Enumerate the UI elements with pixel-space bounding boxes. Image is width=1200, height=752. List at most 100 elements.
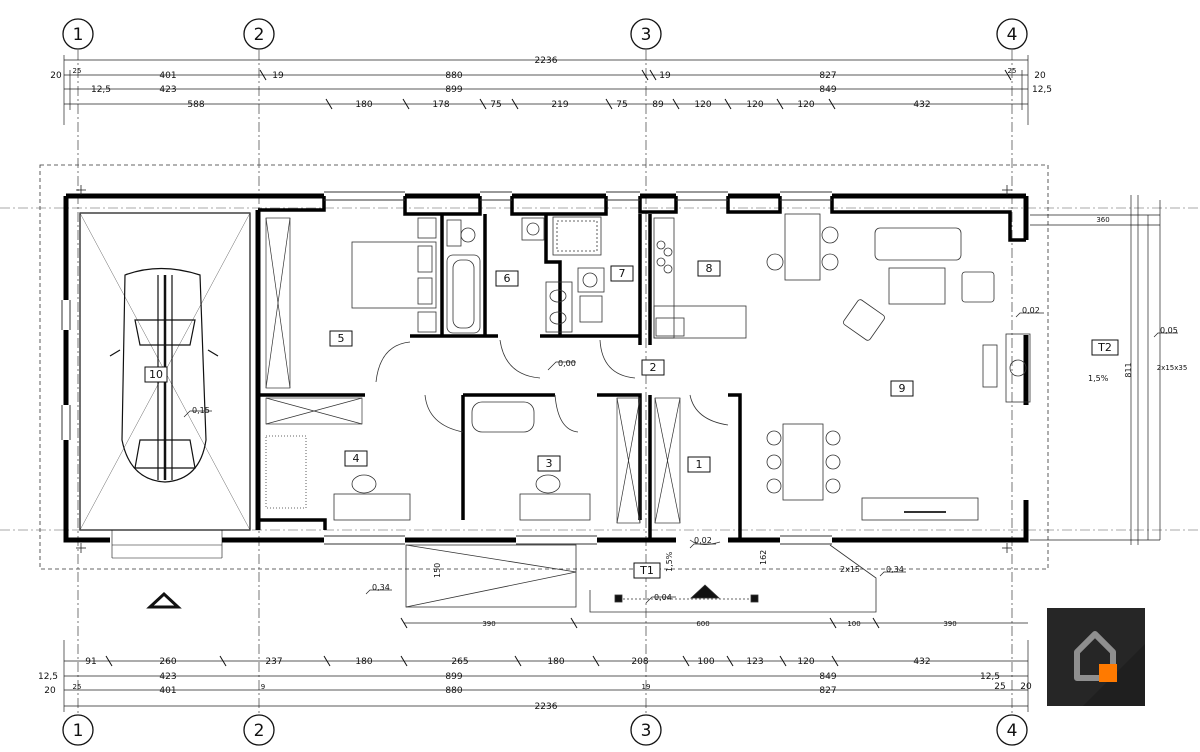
axis-label-top-3: 3 (641, 25, 652, 45)
axis-label-top-2: 2 (254, 25, 265, 45)
bottom-dim-row3-4: 880 (445, 686, 462, 696)
axis-label-top-4: 4 (1007, 25, 1018, 45)
top-dim-row1-0: 20 (50, 71, 62, 81)
right-dim-811: 811 (1124, 362, 1133, 377)
grid-axis-lines (77, 50, 1013, 715)
garage (79, 212, 251, 559)
axis-label-bottom-3: 3 (641, 721, 652, 741)
top-dim-row2-0: 12,5 (91, 85, 111, 95)
room-8-number: 8 (706, 262, 713, 275)
top-dim-row1-2: 401 (159, 71, 176, 81)
top-dim-row3-7: 120 (694, 100, 711, 110)
room-3-furniture (471, 401, 591, 521)
entrance-terrace (405, 544, 877, 613)
slope-t1: 1,5% (665, 551, 674, 572)
level-arrows (183, 312, 1178, 604)
room-7-number: 7 (619, 267, 626, 280)
top-dim-row3-0: 588 (187, 100, 204, 110)
dining-table (766, 423, 841, 501)
terrace-t1-label: T1 (639, 564, 654, 577)
bottom-dimension-ticks (105, 617, 880, 667)
axis-bubbles: 1 2 3 4 1 2 3 4 (62, 18, 1028, 746)
bottom-dim-row2-2: 899 (445, 672, 462, 682)
bottom-dim-row3-3: 9 (261, 683, 265, 691)
axis-label-bottom-2: 2 (254, 721, 265, 741)
top-dimension-ticks (259, 69, 1012, 110)
axis-bubble-top-4 (996, 18, 1028, 50)
level-marks: 0,00 0,02 0,02 0,04 0,05 0,15 0,34 0,34 (192, 306, 1178, 602)
double-bed (351, 217, 437, 333)
interior-walls (258, 196, 1026, 540)
bottom-dim-row3-1: 25 (73, 683, 82, 691)
wardrobes (265, 217, 681, 524)
top-dim-row2-3: 849 (819, 85, 836, 95)
top-dim-row2-2: 899 (445, 85, 462, 95)
room-10-number: 10 (149, 368, 163, 381)
top-dim-row3-2: 178 (432, 100, 449, 110)
top-dim-row3-8: 120 (746, 100, 763, 110)
top-dim-row1-8: 20 (1034, 71, 1046, 81)
room-2-number: 2 (650, 361, 657, 374)
top-dim-row3-6: 89 (652, 100, 664, 110)
bottom-dim-row3: 20 25 401 9 880 19 827 25 20 (44, 682, 1032, 696)
axis-bubble-bottom-1 (62, 714, 94, 746)
level-terrace-t2: 0,05 (1160, 326, 1178, 335)
level-living: 0,02 (1022, 306, 1040, 315)
axis-bubble-top-2 (243, 18, 275, 50)
right-dimension (1030, 195, 1161, 545)
top-dim-row2-1: 423 (159, 85, 176, 95)
bottom-dim-row1: 91 260 237 180 265 180 208 100 123 120 4… (85, 657, 930, 667)
axis-bubble-top-3 (630, 18, 662, 50)
top-dim-total: 2236 (535, 56, 558, 66)
bottom-dim-row1-1: 260 (159, 657, 176, 667)
bottom-dim-row3-5: 19 (642, 683, 651, 691)
room-9-number: 9 (899, 382, 906, 395)
house-logo-icon (1074, 631, 1145, 706)
terrace-labels (633, 339, 1119, 579)
house-logo (1047, 608, 1145, 706)
top-dim-row3-3: 75 (490, 100, 501, 110)
wc-fixtures (552, 216, 605, 323)
level-garage: 0,15 (192, 406, 210, 415)
right-dim-360: 360 (1096, 216, 1109, 224)
bottom-dim-row1-7: 100 (697, 657, 714, 667)
top-dim-row1-1: 25 (73, 67, 82, 75)
top-dim-row1-7: 25 (1008, 67, 1017, 75)
windows (61, 191, 832, 545)
entrance-arrow-icon (689, 584, 721, 599)
bottom-dim-row3-6: 827 (819, 686, 836, 696)
level-hall: 0,00 (558, 359, 576, 368)
top-dim-row3-4: 219 (551, 100, 568, 110)
bathroom-fixtures (446, 217, 573, 334)
bottom-dim-row0: 390 600 100 390 (482, 620, 956, 628)
slope-t2: 1,5% (1088, 374, 1109, 383)
bottom-dim-row1-2: 237 (265, 657, 282, 667)
bottom-dim-row1-0: 91 (85, 657, 96, 667)
top-dim-row1-5: 19 (659, 71, 671, 81)
north-arrow-icon (146, 591, 182, 609)
bottom-dim-row0-0: 390 (482, 620, 495, 628)
top-dim-row3: 588 180 178 75 219 75 89 120 120 120 432 (187, 100, 930, 110)
horizontal-axis-lines (0, 207, 1200, 531)
bottom-dim-row1-4: 265 (451, 657, 468, 667)
axis-bubble-bottom-2 (243, 714, 275, 746)
kitchen (653, 213, 839, 339)
top-dim-row1-4: 880 (445, 71, 462, 81)
axis-label-bottom-4: 4 (1007, 721, 1018, 741)
room-1-number: 1 (696, 458, 703, 471)
bottom-dim-row2: 12,5 423 899 849 12,5 (38, 672, 1000, 682)
bottom-dim-row3-8: 20 (1020, 682, 1032, 692)
room-labels (144, 260, 914, 473)
top-dim-row1-3: 19 (272, 71, 284, 81)
dim-2x15: 2x15 (840, 565, 860, 574)
bottom-dim-row3-7: 25 (994, 682, 1005, 692)
room-5-number: 5 (338, 332, 345, 345)
top-dim-row3-9: 120 (797, 100, 814, 110)
bottom-dim-row2-1: 423 (159, 672, 176, 682)
room-3-number: 3 (546, 457, 553, 470)
level-ground-left: 0,34 (372, 583, 390, 592)
bottom-dimension-lines (63, 622, 1029, 712)
top-dim-row2: 12,5 423 899 849 12,5 (91, 85, 1052, 95)
right-dim-stairs: 2x15x35 (1157, 364, 1188, 372)
